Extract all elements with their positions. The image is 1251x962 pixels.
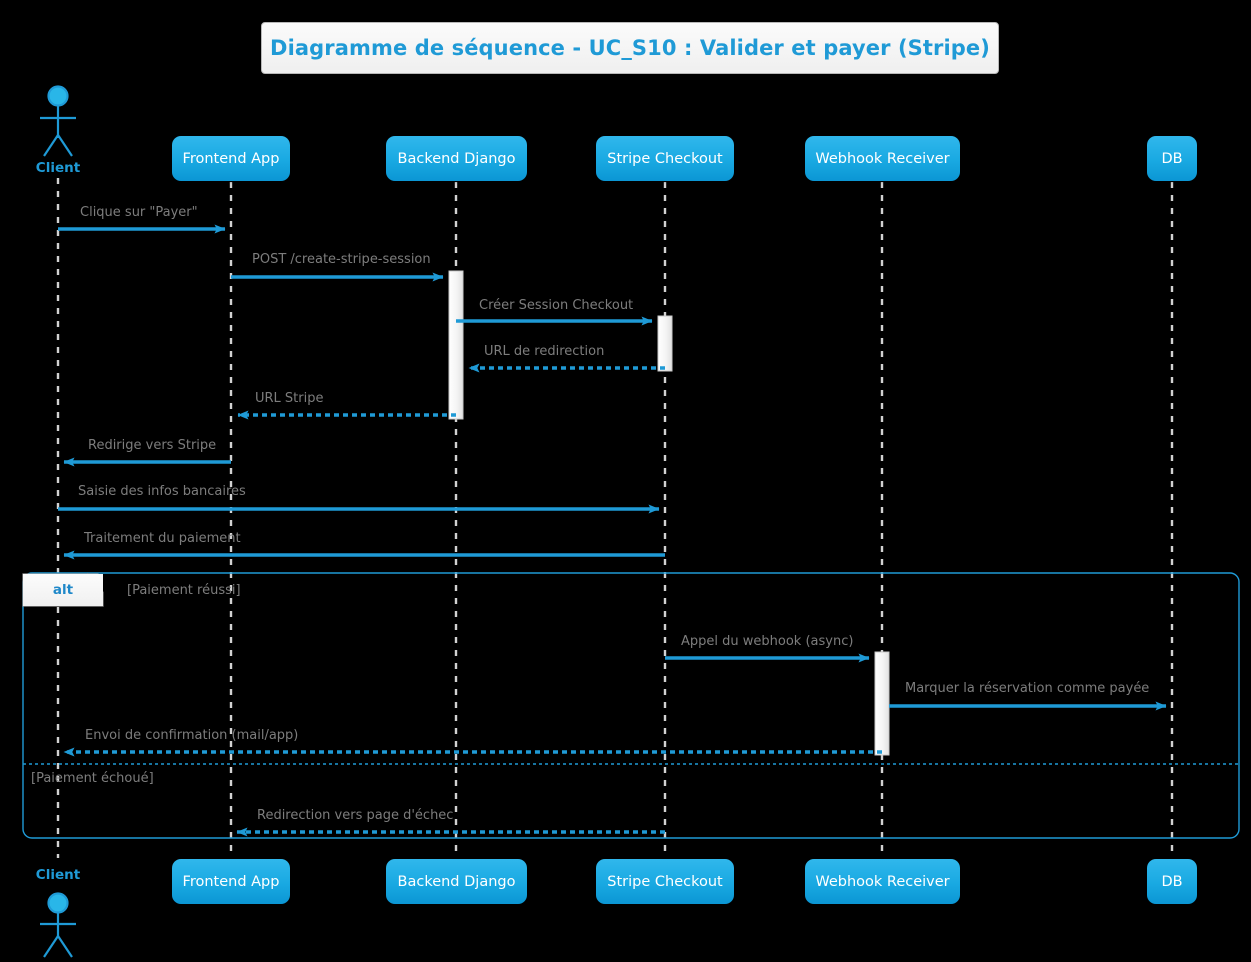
participant-db-top[interactable]: DB: [1147, 136, 1197, 181]
message-label-3: Créer Session Checkout: [479, 298, 634, 313]
participant-backend-top[interactable]: Backend Django: [386, 136, 527, 181]
message-label-12: Redirection vers page d'échec: [257, 808, 454, 823]
actor-client-top: [40, 85, 76, 157]
actor-label-client-top: Client: [35, 160, 81, 176]
alt-operator-label: alt: [52, 582, 74, 598]
diagram-title-box: Diagramme de séquence - UC_S10 : Valider…: [261, 22, 999, 74]
participant-backend-bottom[interactable]: Backend Django: [386, 859, 527, 904]
message-label-4: URL de redirection: [484, 344, 605, 359]
message-label-10: Marquer la réservation comme payée: [905, 681, 1150, 696]
participant-label: Webhook Receiver: [815, 150, 950, 167]
participant-stripe-top[interactable]: Stripe Checkout: [596, 136, 734, 181]
alt-guard-success: [Paiement réussi]: [127, 583, 241, 598]
participant-label: DB: [1161, 150, 1183, 167]
participant-label: Backend Django: [397, 150, 516, 167]
message-label-6: Redirige vers Stripe: [88, 438, 217, 453]
actor-leg-r: [57, 134, 73, 157]
participant-webhook-top[interactable]: Webhook Receiver: [805, 136, 960, 181]
message-label-1: Clique sur "Payer": [80, 205, 198, 220]
participant-db-bottom[interactable]: DB: [1147, 859, 1197, 904]
participant-label: Frontend App: [182, 150, 280, 167]
message-arrows: [58, 224, 1167, 837]
actor-leg-r: [57, 935, 73, 958]
page-title: Diagramme de séquence - UC_S10 : Valider…: [270, 36, 990, 60]
participant-label: Stripe Checkout: [607, 873, 723, 890]
actor-head: [47, 85, 69, 107]
message-label-5: URL Stripe: [255, 391, 324, 406]
alt-guard-failure: [Paiement échoué]: [31, 771, 154, 786]
participant-label: Frontend App: [182, 873, 280, 890]
participant-label: Backend Django: [397, 873, 516, 890]
activation-bars: [448, 270, 890, 756]
lifelines: [56, 178, 1174, 858]
message-label-11: Envoi de confirmation (mail/app): [85, 728, 299, 743]
actor-label-client-bottom: Client: [35, 867, 81, 883]
participant-stripe-bottom[interactable]: Stripe Checkout: [596, 859, 734, 904]
actor-head: [47, 892, 69, 914]
activation-stripe: [657, 315, 673, 372]
participant-label: Webhook Receiver: [815, 873, 950, 890]
message-label-2: POST /create-stripe-session: [252, 252, 431, 267]
participant-webhook-bottom[interactable]: Webhook Receiver: [805, 859, 960, 904]
message-label-7: Saisie des infos bancaires: [78, 484, 246, 499]
actor-leg-l: [43, 935, 59, 958]
activation-backend: [448, 270, 464, 420]
message-label-8: Traitement du paiement: [84, 531, 241, 546]
participant-frontend-top[interactable]: Frontend App: [172, 136, 290, 181]
actor-client-bottom: [40, 892, 76, 958]
alt-fragment-operator: alt: [23, 574, 103, 606]
participant-label: Stripe Checkout: [607, 150, 723, 167]
message-label-9: Appel du webhook (async): [681, 634, 854, 649]
activation-webhook: [874, 651, 890, 756]
participant-frontend-bottom[interactable]: Frontend App: [172, 859, 290, 904]
participant-label: DB: [1161, 873, 1183, 890]
actor-leg-l: [43, 134, 59, 157]
